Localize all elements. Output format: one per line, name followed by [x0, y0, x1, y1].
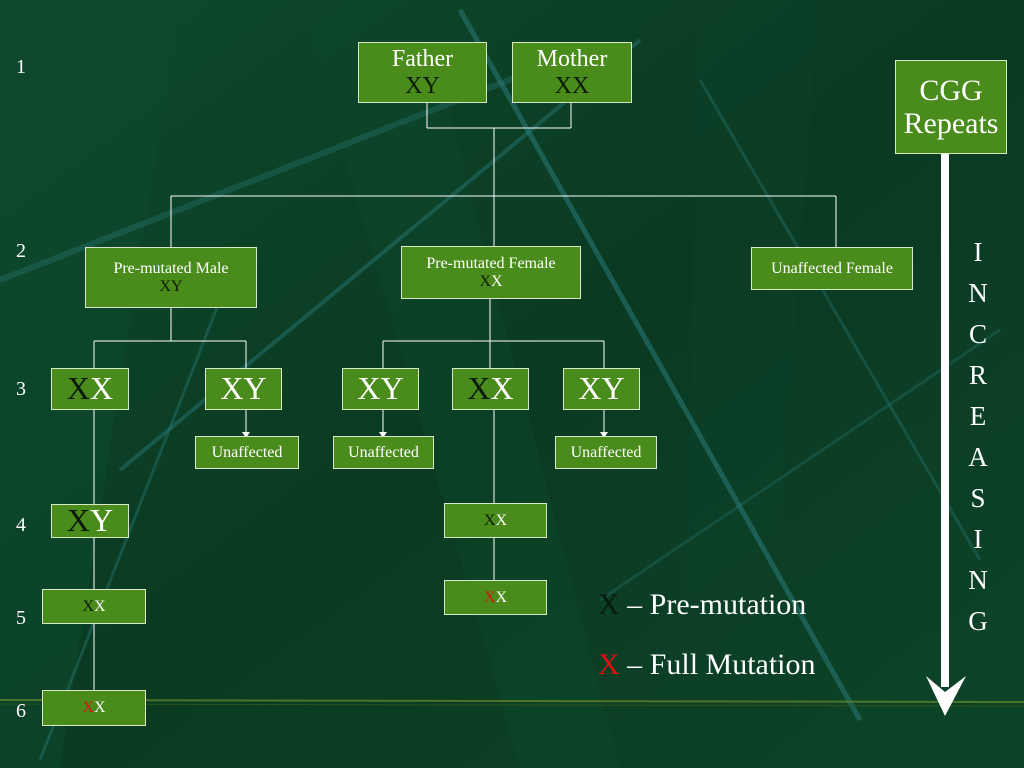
gen3-female-branch-daughter-x1: X [467, 370, 491, 407]
increasing-letter: N [968, 565, 988, 595]
gen3-female-branch-daughter-x2: X [490, 370, 514, 407]
generation-label-5: 5 [16, 607, 26, 629]
gen3-male-branch-son-status: Unaffected [195, 436, 299, 469]
gen3-female-branch-son-2-status: Unaffected [555, 436, 657, 469]
increasing-label: I N C R E A S I N G [958, 232, 998, 642]
gen3-female-branch-son-1-x: X [357, 370, 381, 407]
gen3-female-branch-son-2-y: Y [601, 370, 625, 407]
gen4-left-y: Y [90, 502, 114, 539]
gen3-male-branch-daughter-x1: X [66, 370, 90, 407]
gen4-left-x: X [66, 502, 90, 539]
unaffected-label: Unaffected [211, 443, 283, 461]
gen5-left-x2: X [94, 597, 106, 615]
premutated-male-chromosomes: XY [159, 278, 182, 296]
increasing-letter: A [968, 442, 988, 472]
generation-label-6: 6 [16, 700, 26, 722]
repeats-label: Repeats [903, 107, 999, 140]
gen4-middle-x2: X [495, 511, 508, 529]
mother-box: Mother XX [512, 42, 632, 103]
increasing-letter: I [973, 237, 983, 267]
mother-chromosomes: XX [555, 73, 590, 99]
mother-x1: X [554, 72, 572, 99]
generation-label-3: 3 [16, 378, 26, 400]
premutated-female-x2: X [491, 272, 503, 290]
gen4-middle-x1: X [483, 511, 496, 529]
increasing-letter: S [970, 483, 986, 513]
generation-label-1: 1 [16, 56, 26, 78]
legend-full-symbol: X [598, 648, 620, 681]
premutated-female-box: Pre-mutated Female XX [401, 246, 581, 299]
legend-full-text: – Full Mutation [619, 648, 816, 681]
generation-label-2: 2 [16, 240, 26, 262]
cgg-arrow-shaft [941, 154, 949, 687]
unaffected-female-box: Unaffected Female [751, 247, 913, 290]
gen3-male-branch-son-x: X [220, 370, 244, 407]
father-label: Father [391, 46, 454, 73]
increasing-letter: G [968, 606, 988, 636]
premutated-male-x: X [159, 277, 171, 295]
mother-label: Mother [536, 46, 608, 73]
increasing-letter: C [968, 319, 987, 349]
gen3-female-branch-son-2-x: X [578, 370, 602, 407]
father-chromosomes: XY [405, 73, 440, 99]
increasing-letter: R [968, 360, 987, 390]
father-x: X [405, 72, 423, 99]
premutated-male-label: Pre-mutated Male [113, 259, 229, 277]
premutated-male-box: Pre-mutated Male XY [85, 247, 257, 308]
unaffected-female-label: Unaffected Female [771, 259, 893, 277]
gen3-female-branch-son-1-status: Unaffected [333, 436, 434, 469]
increasing-letter: I [973, 524, 983, 554]
gen3-male-branch-son-y: Y [243, 370, 267, 407]
gen3-male-branch-daughter-x2: X [90, 370, 114, 407]
cgg-repeats-box: CGG Repeats [895, 60, 1007, 154]
gen5-left-x1: X [82, 597, 94, 615]
cgg-arrow-head [926, 676, 966, 716]
legend-premutation-symbol: X [598, 588, 620, 621]
gen3-female-branch-son-1-y: Y [380, 370, 404, 407]
premutated-female-chromosomes: XX [479, 273, 502, 291]
premutated-female-label: Pre-mutated Female [426, 254, 556, 272]
gen6-left-x1: X [82, 699, 94, 717]
premutated-male-y: Y [171, 277, 183, 295]
cgg-label: CGG [919, 74, 983, 107]
generation-label-4: 4 [16, 514, 26, 536]
unaffected-label: Unaffected [570, 443, 642, 461]
gen5-middle-x1: X [483, 588, 496, 606]
legend-premutation-text: – Pre-mutation [619, 588, 807, 621]
increasing-letter: N [968, 278, 988, 308]
legend-premutation: X – Pre-mutation [598, 588, 806, 622]
gen6-left-x2: X [94, 699, 106, 717]
mother-x2: X [572, 72, 590, 99]
premutated-female-x1: X [479, 272, 491, 290]
father-box: Father XY [358, 42, 487, 103]
increasing-letter: E [969, 401, 987, 431]
father-y: Y [422, 72, 440, 99]
gen5-middle-x2: X [495, 588, 508, 606]
legend-full-mutation: X – Full Mutation [598, 648, 816, 682]
unaffected-label: Unaffected [348, 443, 419, 461]
